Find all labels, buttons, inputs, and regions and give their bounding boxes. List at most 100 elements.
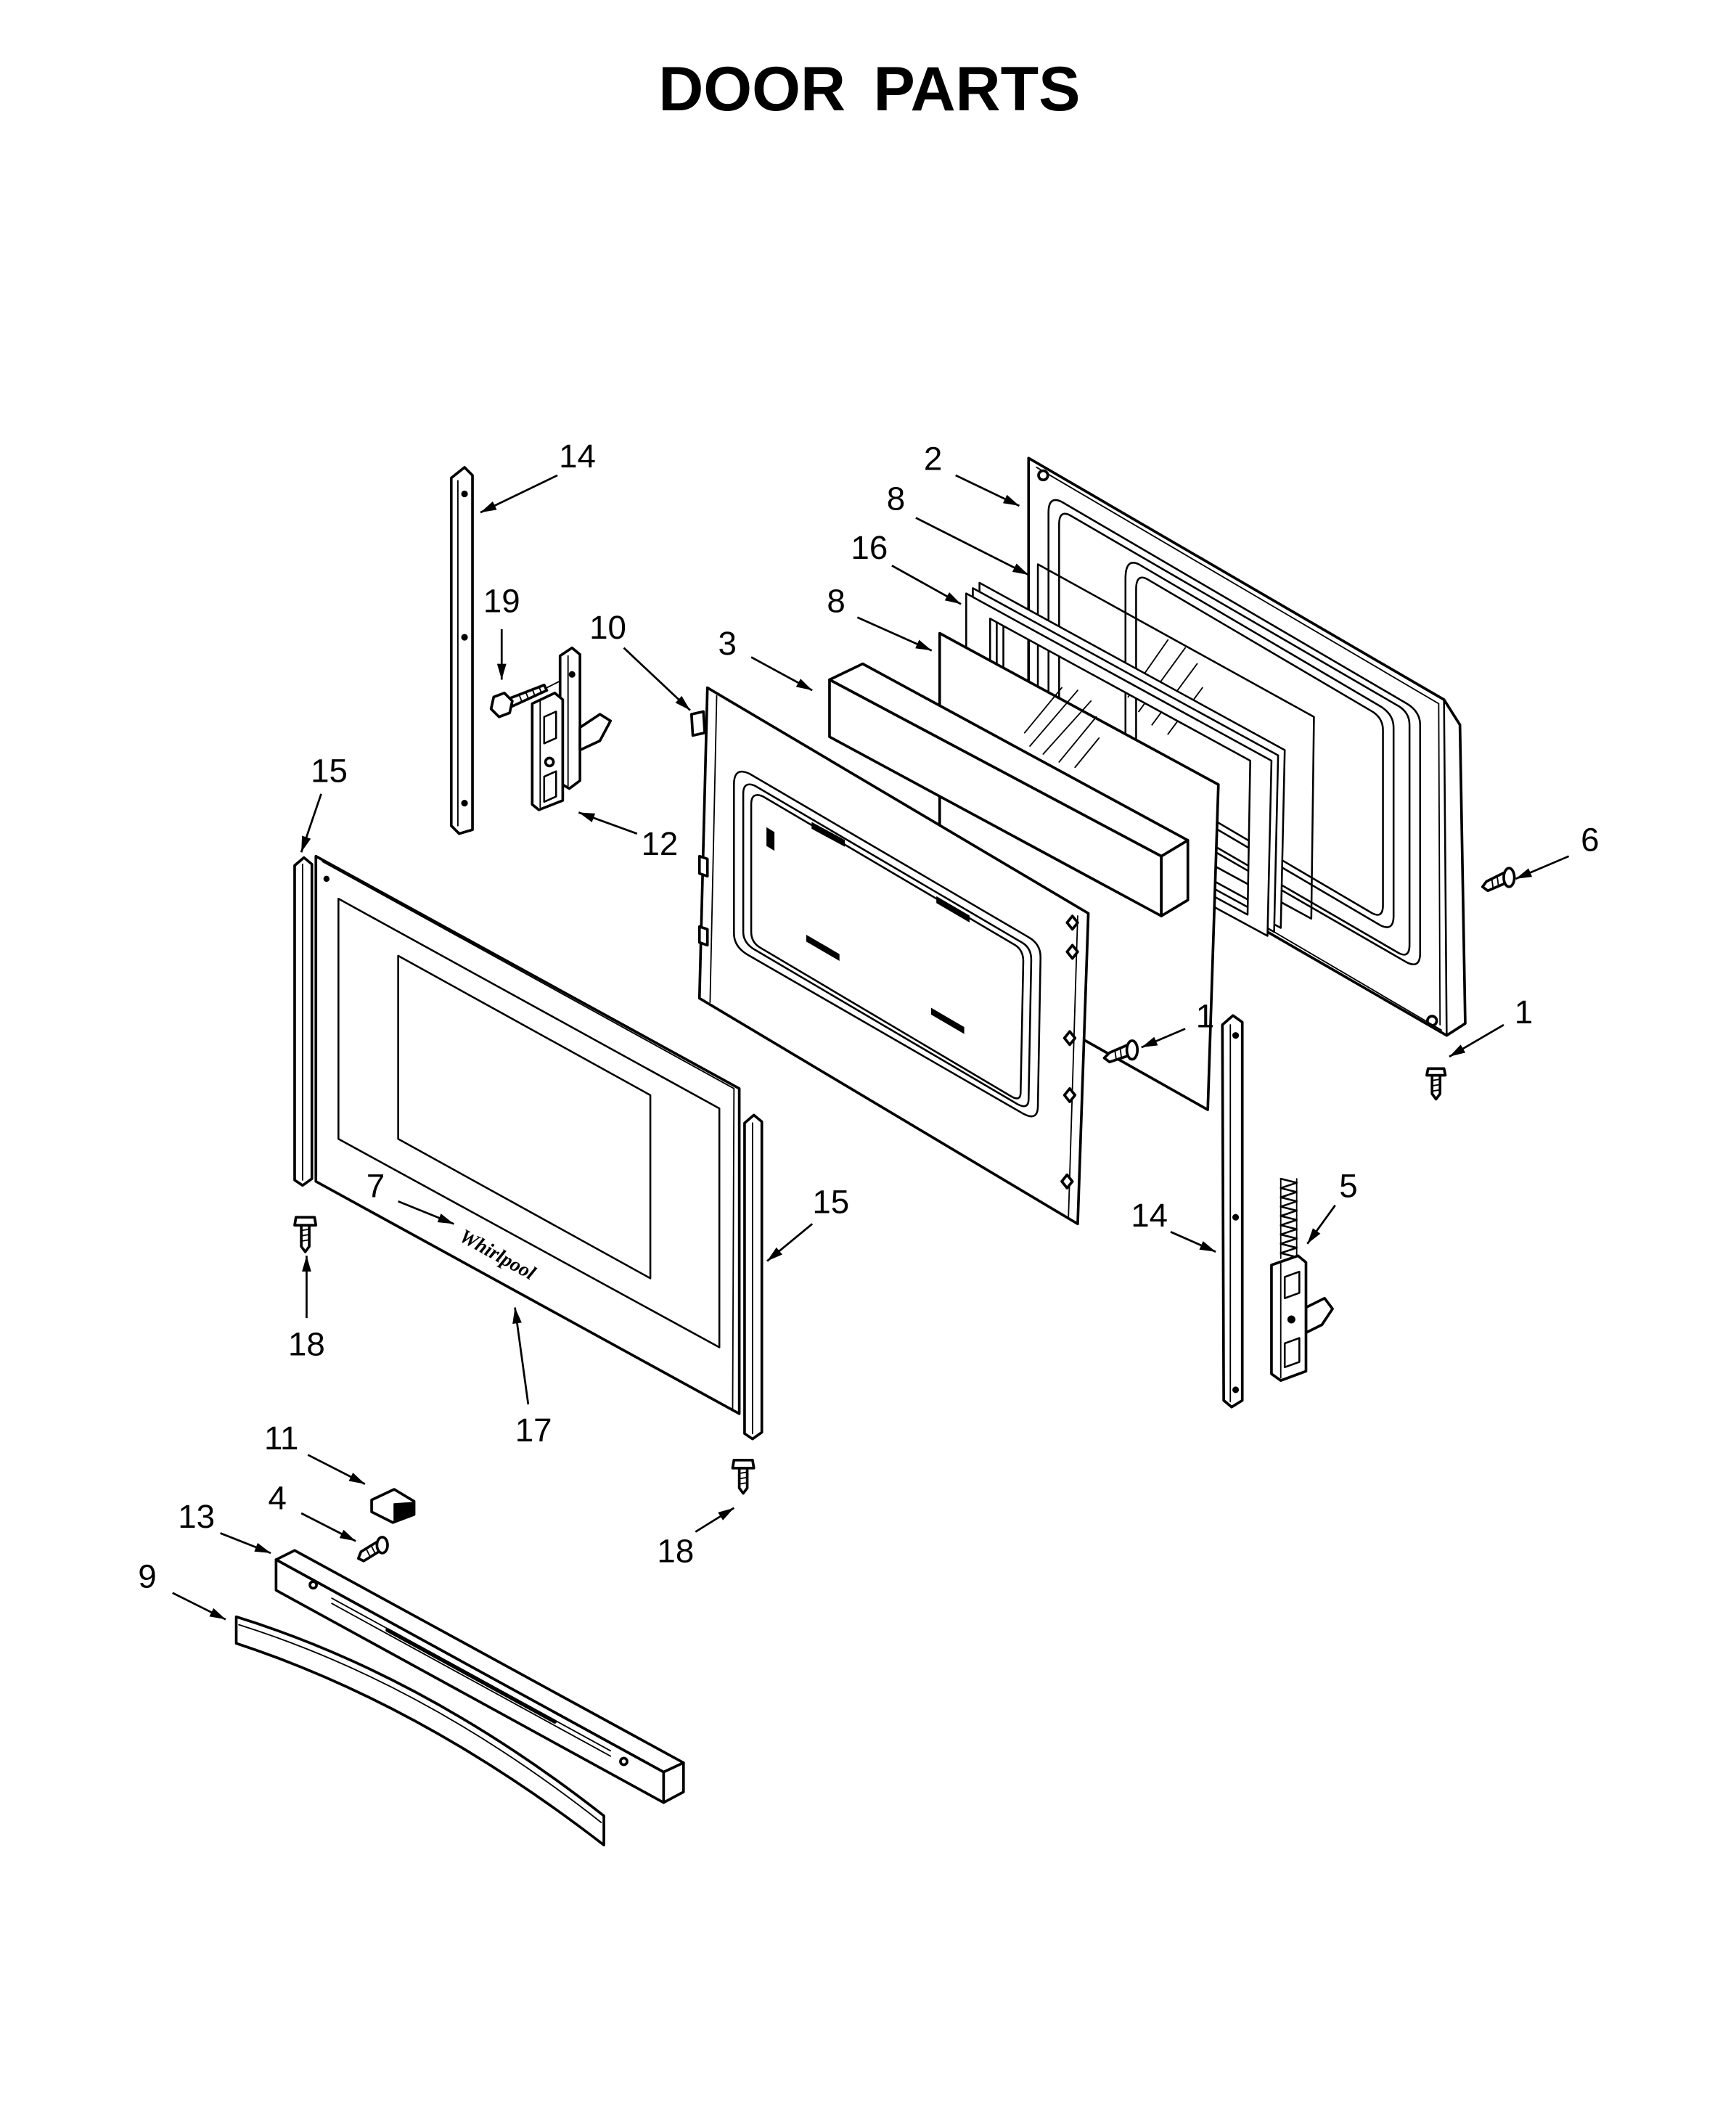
liner-flange xyxy=(1273,931,1442,1031)
window-clip xyxy=(766,827,775,851)
callout-14: 14 xyxy=(1131,1197,1168,1234)
panel-screw-middle xyxy=(1102,1039,1139,1064)
callout-5: 5 xyxy=(1339,1168,1357,1205)
leader-line xyxy=(1449,1023,1504,1058)
leader-line xyxy=(578,811,638,835)
leader-line xyxy=(695,1507,735,1533)
handle-bar xyxy=(274,1549,685,1804)
callout-11: 11 xyxy=(264,1420,298,1457)
liner-emboss-inner xyxy=(1124,562,1395,928)
door-insulation xyxy=(828,662,1190,917)
screw-thread xyxy=(365,1545,377,1558)
hinge-spring xyxy=(1280,1177,1298,1258)
hinge-channel-left xyxy=(449,466,474,835)
panel-notch xyxy=(1063,1030,1077,1047)
callout-1: 1 xyxy=(1515,994,1533,1031)
screw-head xyxy=(293,1216,318,1227)
callout-2: 2 xyxy=(924,441,942,478)
bar-slot-dark xyxy=(385,1628,557,1724)
liner-emboss xyxy=(1047,499,1422,965)
insulation-end xyxy=(1160,839,1190,917)
liner-hole xyxy=(1037,469,1049,482)
panel-body xyxy=(697,686,1090,1226)
hinge-channel-right xyxy=(1221,1014,1244,1409)
leader-line xyxy=(766,1223,814,1262)
window-clip xyxy=(811,822,845,847)
leader-line xyxy=(398,1200,454,1225)
hinge-body xyxy=(531,692,565,811)
callout-14: 14 xyxy=(559,438,596,475)
door-dot xyxy=(323,875,330,883)
end-cap-face xyxy=(393,1502,414,1521)
door-inner-frame xyxy=(337,898,721,1348)
hinge-pin xyxy=(544,756,555,768)
leader-lines xyxy=(172,474,1570,1621)
liner-screw-bottom xyxy=(1425,1067,1447,1101)
screw-thread xyxy=(1491,875,1499,889)
handle-screw xyxy=(356,1536,389,1563)
leader-line xyxy=(480,474,558,514)
leader-line xyxy=(891,565,962,605)
liner-emboss-inner xyxy=(1135,576,1384,916)
leader-line xyxy=(220,1532,271,1555)
leader-line xyxy=(307,1454,366,1485)
door-outline xyxy=(314,854,741,1415)
hinge-left xyxy=(531,646,613,811)
callout-4: 4 xyxy=(268,1480,286,1517)
hinge-detail xyxy=(1283,1337,1301,1369)
liner-screw-side xyxy=(1481,867,1516,893)
hinge-detail xyxy=(543,770,557,803)
screw-head xyxy=(731,1459,756,1470)
panel-notch xyxy=(1063,1086,1077,1103)
door-window xyxy=(397,954,652,1280)
bar-hole xyxy=(619,1756,629,1767)
hinge-rivet xyxy=(568,671,576,678)
trim-edge xyxy=(238,1624,602,1824)
channel-hole xyxy=(461,490,468,498)
trim-screw-left xyxy=(293,1216,318,1253)
callout-15: 15 xyxy=(311,752,348,789)
panel-flange xyxy=(1068,915,1078,1219)
leader-line xyxy=(623,647,691,711)
panel-tab xyxy=(697,925,709,947)
screw-head xyxy=(1425,1067,1447,1077)
leader-line xyxy=(750,656,813,692)
hinge-pin xyxy=(1287,1315,1295,1324)
leader-line xyxy=(915,517,1029,576)
hinge-spring-side xyxy=(1280,1178,1298,1259)
callout-1: 1 xyxy=(1196,998,1214,1035)
callout-9: 9 xyxy=(138,1558,156,1595)
callout-16: 16 xyxy=(851,529,888,566)
callout-7: 7 xyxy=(367,1168,385,1205)
leader-line xyxy=(856,616,933,652)
hinge-detail xyxy=(543,711,557,745)
panel-window xyxy=(733,770,1042,1118)
trim-outline xyxy=(234,1615,605,1847)
callout-18: 18 xyxy=(657,1533,694,1570)
leader-line xyxy=(1306,1204,1336,1245)
leader-line xyxy=(300,1512,356,1542)
bar-hole xyxy=(308,1580,318,1590)
callout-19: 19 xyxy=(483,582,520,619)
panel-window xyxy=(742,783,1033,1108)
liner-lip xyxy=(1036,467,1441,1026)
channel-body xyxy=(1221,1014,1244,1409)
glass-glare xyxy=(1023,687,1100,769)
panel-flange xyxy=(709,695,718,1003)
panel-notch xyxy=(1060,1173,1074,1190)
screw-thread xyxy=(300,1228,311,1243)
panel-notch xyxy=(1065,914,1079,931)
leader-line xyxy=(1170,1231,1216,1253)
handle-end-cap xyxy=(370,1488,416,1524)
channel-hole xyxy=(1232,1032,1240,1039)
leader-line xyxy=(172,1592,226,1621)
hinge-right xyxy=(1270,1177,1334,1382)
callout-15: 15 xyxy=(812,1184,849,1221)
callout-13: 13 xyxy=(178,1498,215,1535)
panel-tab xyxy=(697,854,709,878)
alignment-line xyxy=(546,680,561,689)
inner-door-panel xyxy=(689,686,1090,1226)
callouts: 14 2 8 16 19 10 8 3 15 12 6 1 1 7 15 14 … xyxy=(138,438,1599,1595)
hinge-hook xyxy=(578,713,613,752)
